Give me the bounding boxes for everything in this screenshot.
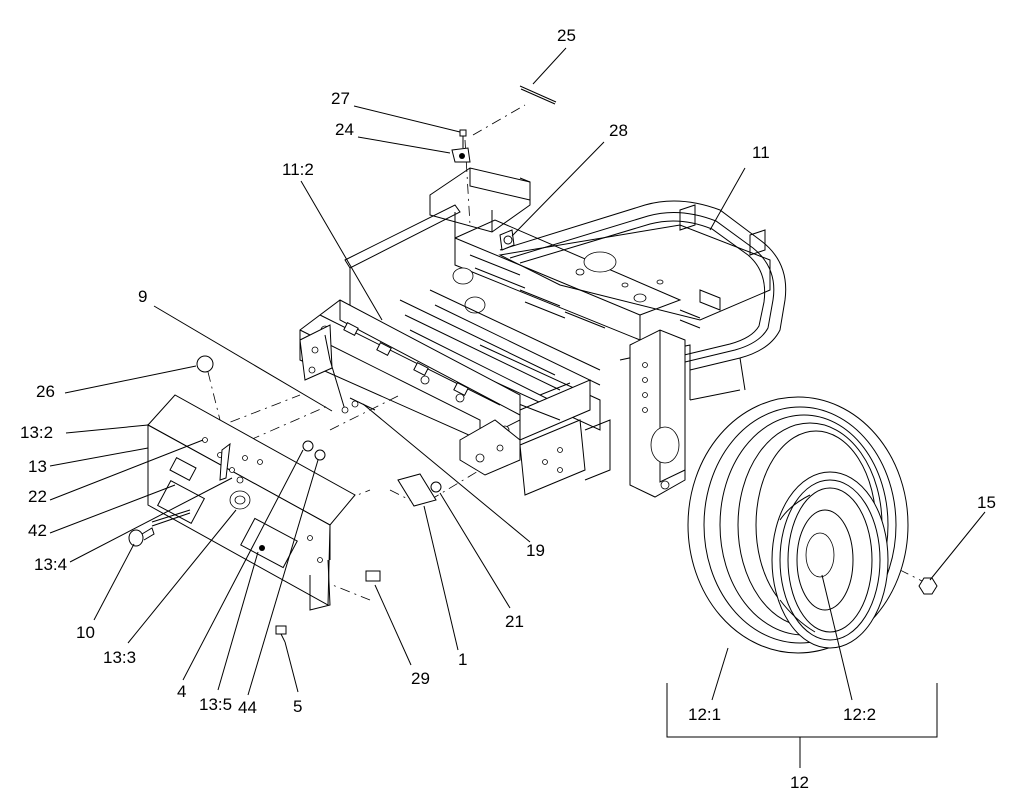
part-12-wheel [687, 396, 909, 654]
callout-13-4: 13:4 [34, 555, 67, 574]
part-4-44-bolts [302, 440, 326, 461]
callout-28: 28 [609, 121, 628, 140]
callout-13-3: 13:3 [103, 648, 136, 667]
callout-11: 11 [752, 143, 770, 162]
callout-25: 25 [557, 26, 576, 45]
callout-21: 21 [505, 612, 524, 631]
part-1-plate [397, 473, 437, 507]
callout-13-2: 13:2 [20, 423, 53, 442]
callout-12-1: 12:1 [688, 705, 721, 724]
callout-10: 10 [76, 623, 95, 642]
callout-13-5: 13:5 [199, 695, 232, 714]
callout-13: 13 [28, 457, 47, 476]
callout-15: 15 [977, 493, 996, 512]
callout-1: 1 [458, 650, 467, 669]
part-5-bolt [275, 625, 287, 643]
callout-29: 29 [411, 669, 430, 688]
callout-26: 26 [36, 382, 55, 401]
callout-5: 5 [293, 697, 302, 716]
callout-22: 22 [28, 487, 47, 506]
leader-lines [49, 47, 986, 768]
callout-11-2: 11:2 [282, 160, 314, 179]
callout-24: 24 [335, 120, 354, 139]
part-27-screw [459, 129, 467, 148]
callout-4: 4 [177, 682, 186, 701]
part-26-knob [196, 355, 214, 373]
callout-42: 42 [28, 521, 47, 540]
callout-27: 27 [331, 89, 350, 108]
part-29-bushing [365, 570, 381, 582]
part-28-nut [503, 235, 513, 245]
part-25-rod [519, 85, 557, 105]
part-10-knob [128, 527, 155, 547]
callout-12-2: 12:2 [843, 705, 876, 724]
part-15-wheel-nut [918, 577, 938, 595]
callout-9: 9 [138, 287, 147, 306]
part-13-panel [147, 394, 356, 611]
callout-44: 44 [238, 698, 257, 717]
callout-12: 12 [790, 773, 809, 792]
callout-19: 19 [526, 541, 545, 560]
part-24-clip [451, 147, 471, 163]
callout-labels: 25 27 24 28 11 11:2 9 26 13:2 13 22 42 1… [20, 26, 996, 792]
part-21-nut [430, 481, 442, 493]
main-frame [299, 167, 787, 498]
